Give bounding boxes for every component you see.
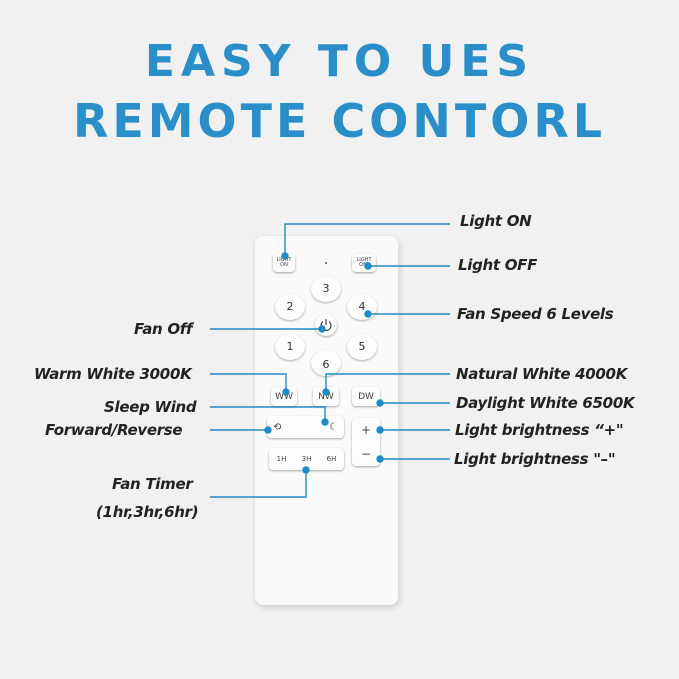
speed-3-button[interactable] [311, 276, 341, 302]
sleep-icon[interactable]: ☾ [329, 421, 338, 433]
timer-3h-button[interactable]: 3H [301, 455, 312, 463]
brightness-plus-button[interactable]: + [360, 423, 372, 437]
remote-control: LIGHT ON LIGHT OFF 3 2 4 1 5 6 WW NW DW … [255, 236, 398, 605]
dw-button[interactable]: DW [352, 387, 380, 406]
timer-rocker: 1H 3H 6H [269, 448, 344, 470]
indicator-led [325, 262, 327, 264]
brightness-rocker: + − [352, 418, 380, 466]
title-line-1: EASY TO UES [144, 36, 535, 87]
label-warm-white: Warm White 3000K [34, 365, 192, 383]
speed-3-label: 3 [322, 282, 330, 295]
speed-5-label: 5 [358, 340, 366, 353]
label-light-off: Light OFF [458, 256, 538, 274]
speed-5-button[interactable] [347, 334, 377, 360]
timer-6h-button[interactable]: 6H [326, 455, 337, 463]
label-brightness-plus: Light brightness “+" [455, 421, 624, 439]
label-daylight-white: Daylight White 6500K [456, 394, 635, 412]
speed-1-label: 1 [286, 340, 294, 353]
label-brightness-minus: Light brightness "–" [454, 450, 616, 468]
ww-button[interactable]: WW [271, 387, 297, 406]
light-on-button[interactable]: LIGHT ON [273, 254, 295, 272]
label-forward-reverse: Forward/Reverse [45, 421, 183, 439]
power-icon [320, 319, 332, 332]
label-fan-speed: Fan Speed 6 Levels [457, 305, 614, 323]
title-line-2: REMOTE CONTORL [72, 94, 607, 148]
label-light-on: Light ON [460, 212, 532, 230]
speed-4-label: 4 [358, 300, 366, 313]
reverse-icon[interactable]: ⟲ [273, 421, 282, 433]
label-natural-white: Natural White 4000K [456, 365, 628, 383]
speed-6-button[interactable] [311, 350, 341, 376]
label-sleep-wind: Sleep Wind [104, 398, 197, 416]
label-fan-timer: Fan Timer [112, 475, 193, 493]
speed-2-button[interactable] [275, 294, 305, 320]
speed-4-button[interactable] [347, 294, 377, 320]
brightness-minus-button[interactable]: − [360, 447, 372, 461]
speed-2-label: 2 [286, 300, 294, 313]
label-fan-timer-sub: (1hr,3hr,6hr) [96, 503, 199, 521]
timer-1h-button[interactable]: 1H [276, 455, 287, 463]
label-fan-off: Fan Off [134, 320, 193, 338]
speed-6-label: 6 [322, 358, 330, 371]
speed-1-button[interactable] [275, 334, 305, 360]
nw-button[interactable]: NW [313, 387, 339, 406]
